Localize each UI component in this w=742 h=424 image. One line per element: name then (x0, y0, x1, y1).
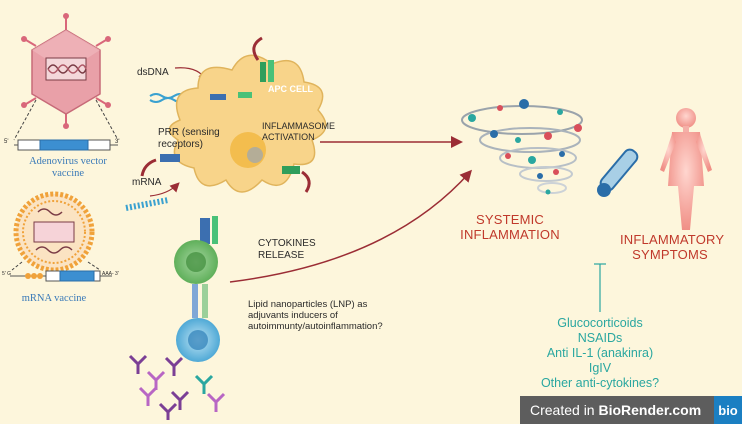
receptor-icon (210, 92, 252, 100)
dsdna-label: dsDNA (137, 67, 169, 78)
adenovirus-vaccine-label: Adenovirus vector vaccine (29, 156, 107, 179)
mrna-aaa-label: AAA- 3' (102, 271, 119, 277)
human-body-icon (660, 108, 712, 230)
b-cell-icon (176, 318, 220, 362)
t-cell-icon (174, 216, 218, 284)
biorender-logo-icon: bio (714, 396, 742, 424)
mrna-5-label: 5' G (2, 271, 12, 277)
inflammatory-symptoms-label: INFLAMMATORY SYMPTOMS (620, 232, 725, 262)
gene-5-label: 5' (4, 139, 9, 145)
mrna-construct-icon (10, 270, 112, 282)
cytokine-tornado-icon (461, 99, 583, 195)
apc-cell-label: APC CELL (268, 84, 313, 94)
receptor-icon (252, 36, 274, 82)
systemic-inflammation-label: SYSTEMIC INFLAMMATION (460, 212, 560, 242)
treatment-item: Other anti-cytokines? (540, 376, 660, 390)
receptor-icon (282, 166, 311, 193)
treatment-list: Glucocorticoids NSAIDs Anti IL-1 (anakin… (520, 316, 680, 391)
cytokines-release-label: CYTOKINES RELEASE (258, 238, 316, 261)
treatment-item: NSAIDs (577, 331, 623, 345)
thermometer-icon (597, 148, 639, 197)
adenovirus-icon (21, 13, 111, 129)
treatment-item: IgIV (588, 361, 612, 375)
treatment-item: Anti IL-1 (anakinra) (546, 346, 654, 360)
badge-prefix: Created in (530, 402, 599, 418)
biorender-badge[interactable]: Created in BioRender.com bio (520, 396, 742, 424)
receptor-icon (140, 154, 180, 177)
mrna-label: mRNA (132, 177, 162, 188)
lnp-label: Lipid nanoparticles (LNP) as adjuvants i… (248, 299, 383, 332)
treatment-item: Glucocorticoids (557, 316, 643, 330)
dendritic-cell-icon (168, 54, 327, 193)
inflammasome-label: INFLAMMASOME ACTIVATION (262, 121, 336, 142)
lipid-nanoparticle-icon (13, 191, 95, 273)
adenovirus-genome-icon (14, 139, 118, 151)
badge-text: Created in BioRender.com (520, 402, 701, 418)
receptor-icon (192, 284, 208, 318)
gene-3-label: 3' (115, 139, 120, 145)
antibody-icon (128, 354, 226, 420)
mrna-strand-icon (125, 197, 169, 211)
prr-label: PRR (sensing receptors) (158, 127, 220, 150)
badge-brand: BioRender.com (598, 402, 702, 418)
mrna-vaccine-label: mRNA vaccine (21, 293, 87, 304)
